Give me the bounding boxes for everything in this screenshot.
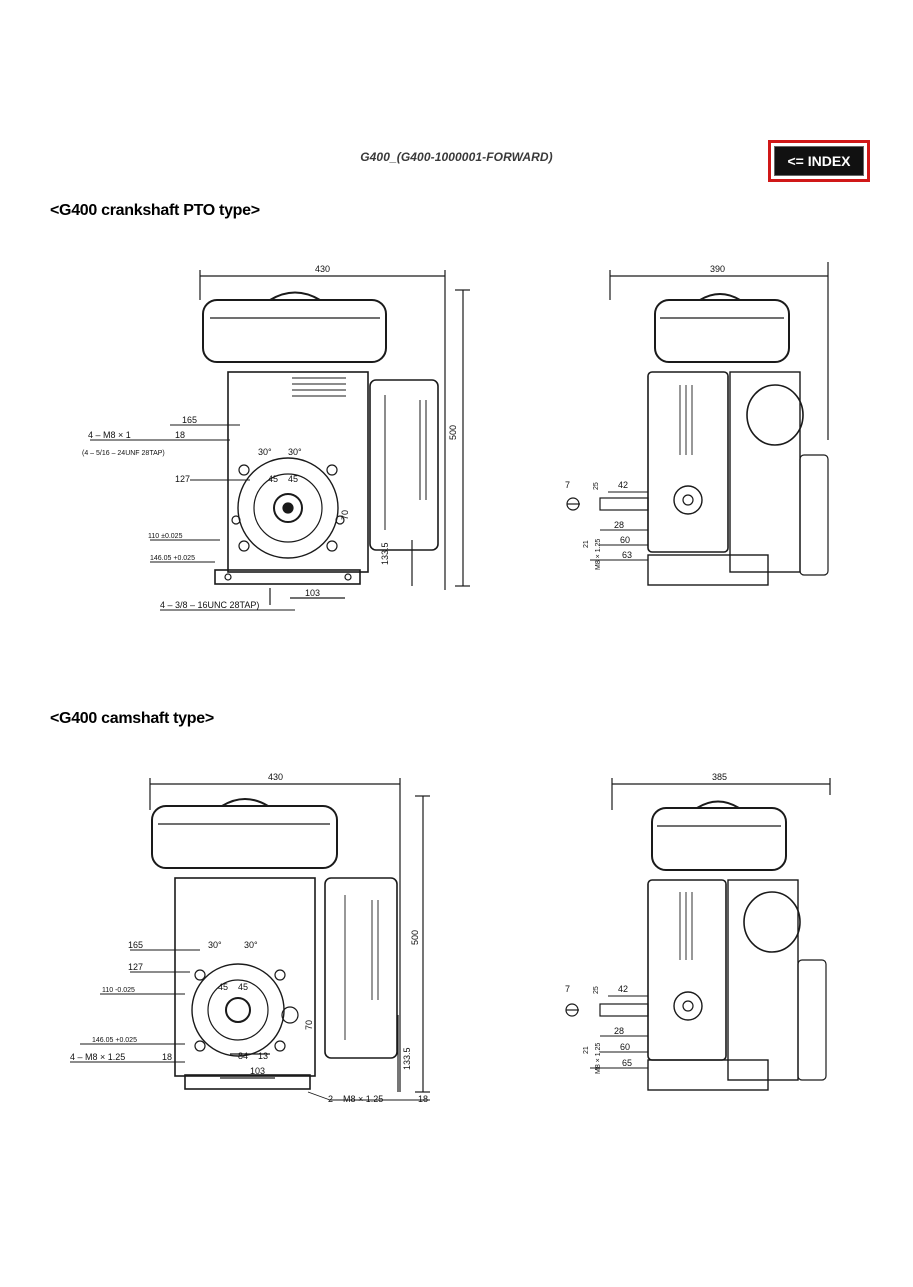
dim-width: 430 [268,772,283,782]
dim-133: 133.5 [402,1047,412,1070]
document-title: G400_(G400-1000001-FORWARD) [360,150,553,164]
dim-tap: (4 – 5/16 – 24UNF 28TAP) [82,450,165,457]
dim-bolt: 4 – M8 × 1 [88,430,131,440]
cam-side-dims: 385 42 7 25 21 28 60 65 M8 × 1.25 [565,772,727,1074]
dim-25: 25 [593,482,600,490]
cam-front-dims: 430 500 165 127 110 -0.025 146.05 +0.025… [70,772,428,1104]
angle-30b: 30° [288,447,302,457]
dim-65: 65 [622,1058,632,1068]
dim-18: 18 [175,430,185,440]
angle-30b: 30° [244,940,258,950]
section-heading-crankshaft-pto: <G400 crankshaft PTO type> [50,202,260,219]
cam-side-view [565,778,831,1091]
dim-110: 110 -0.025 [102,987,135,994]
dim-70: 70 [304,1020,314,1030]
cam-front-view [70,778,430,1101]
dim-133: 133.5 [380,542,390,565]
crank-front-dims: 430 500 165 18 4 – M8 × 1 (4 – 5/16 – 24… [82,264,458,610]
angle-45b: 45 [288,474,298,484]
dim-13: 13 [258,1051,268,1061]
dim-tap2: 4 – 3/8 – 16UNC 28TAP) [160,600,259,610]
dim-18b: 18 [418,1094,428,1104]
dim-103: 103 [250,1066,265,1076]
dim-height: 500 [410,930,420,945]
angle-30a: 30° [208,940,222,950]
dim-165: 165 [128,940,143,950]
dim-7: 7 [565,480,570,490]
dim-110: 110 ±0.025 [148,533,183,540]
dim-bolt2: 2 – M8 × 1.25 [328,1094,383,1104]
dim-60: 60 [620,535,630,545]
index-button-label: <= INDEX [774,146,864,176]
dim-bolt: 4 – M8 × 1.25 [70,1052,125,1062]
dim-bolt: M8 × 1.25 [595,539,602,570]
dim-18: 18 [162,1052,172,1062]
angle-45b: 45 [238,982,248,992]
dim-width: 385 [712,772,727,782]
index-button[interactable]: <= INDEX [768,140,870,182]
angle-30a: 30° [258,447,272,457]
dim-width: 390 [710,264,725,274]
dim-21: 21 [583,540,590,548]
dim-146: 146.05 +0.025 [92,1037,137,1044]
dim-21: 21 [583,1046,590,1054]
dim-60: 60 [620,1042,630,1052]
dim-width: 430 [315,264,330,274]
dim-165: 165 [182,415,197,425]
dim-42: 42 [618,984,628,994]
angle-45a: 45 [268,474,278,484]
dim-7: 7 [565,984,570,994]
dim-28: 28 [614,1026,624,1036]
section-heading-camshaft: <G400 camshaft type> [50,710,214,727]
dim-127: 127 [128,962,143,972]
dim-42: 42 [618,480,628,490]
dim-28: 28 [614,520,624,530]
dim-84: 84 [238,1051,248,1061]
dim-146: 146.05 +0.025 [150,555,195,562]
dim-height: 500 [448,425,458,440]
dim-63: 63 [622,550,632,560]
angle-45a: 45 [218,982,228,992]
crank-front-view [90,270,470,611]
crank-side-view [566,262,829,586]
dim-bolt: M8 × 1.25 [595,1043,602,1074]
dim-70: 70 [340,510,350,520]
dim-103: 103 [305,588,320,598]
dim-25: 25 [593,986,600,994]
crank-side-dims: 390 42 7 25 21 28 60 63 M8 × 1.25 [565,264,725,570]
dim-127: 127 [175,474,190,484]
